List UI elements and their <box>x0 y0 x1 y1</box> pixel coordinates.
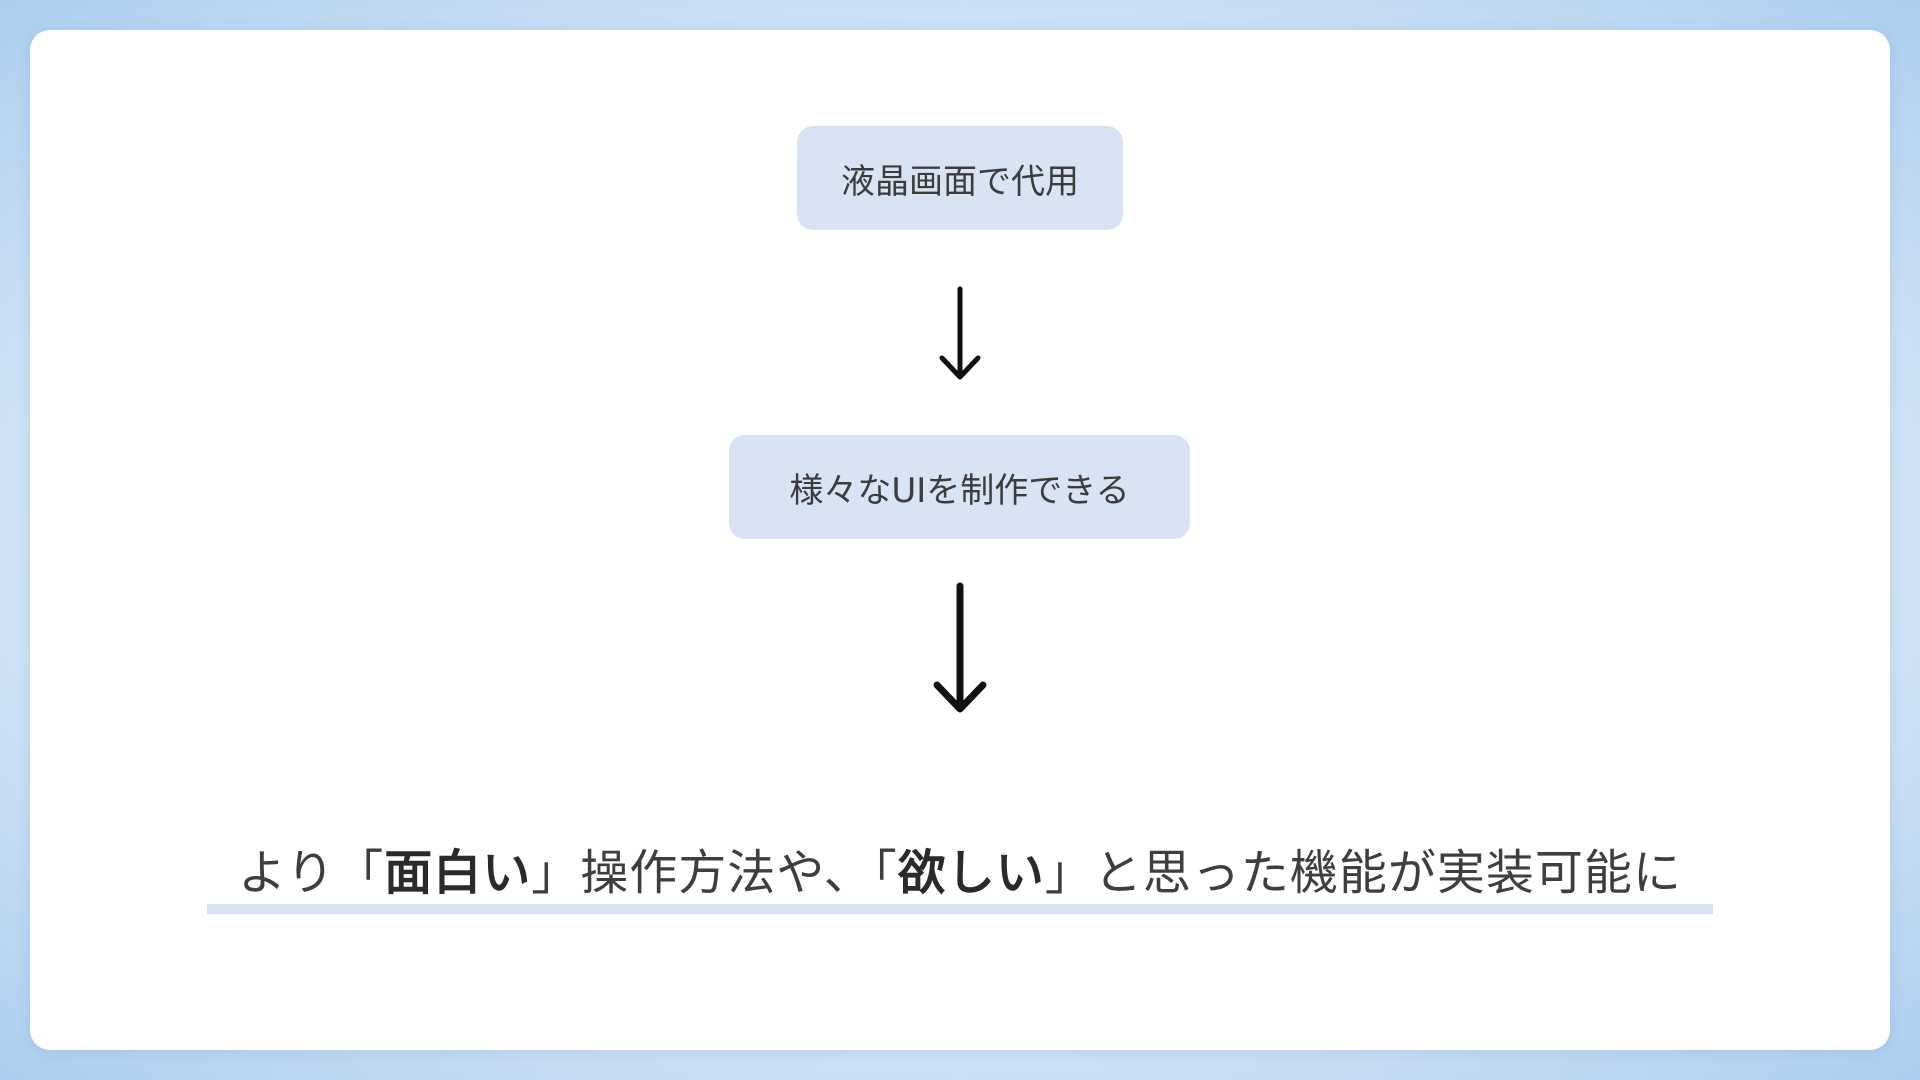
conclusion-statement: より「面白い」操作方法や、「欲しい」と思った機能が実装可能に <box>207 838 1713 914</box>
conclusion-part-3: 」と思った機能が実装可能に <box>1044 845 1682 901</box>
flow-step-2-label: 様々なUIを制作できる <box>789 470 1130 511</box>
conclusion-bold-1: 面白い <box>384 845 532 901</box>
conclusion-text: より「面白い」操作方法や、「欲しい」と思った機能が実装可能に <box>207 838 1713 908</box>
conclusion-bold-2: 欲しい <box>897 845 1045 901</box>
flow-step-1-label: 液晶画面で代用 <box>841 161 1079 202</box>
conclusion-part-2: 」操作方法や、「 <box>531 845 898 901</box>
down-arrow-small-icon <box>939 286 981 380</box>
conclusion-part-1: より「 <box>238 845 385 901</box>
highlight-underline <box>207 904 1713 914</box>
flow-step-1-box: 液晶画面で代用 <box>797 126 1123 230</box>
flow-step-2-box: 様々なUIを制作できる <box>729 435 1190 539</box>
down-arrow-large-icon <box>933 582 987 713</box>
